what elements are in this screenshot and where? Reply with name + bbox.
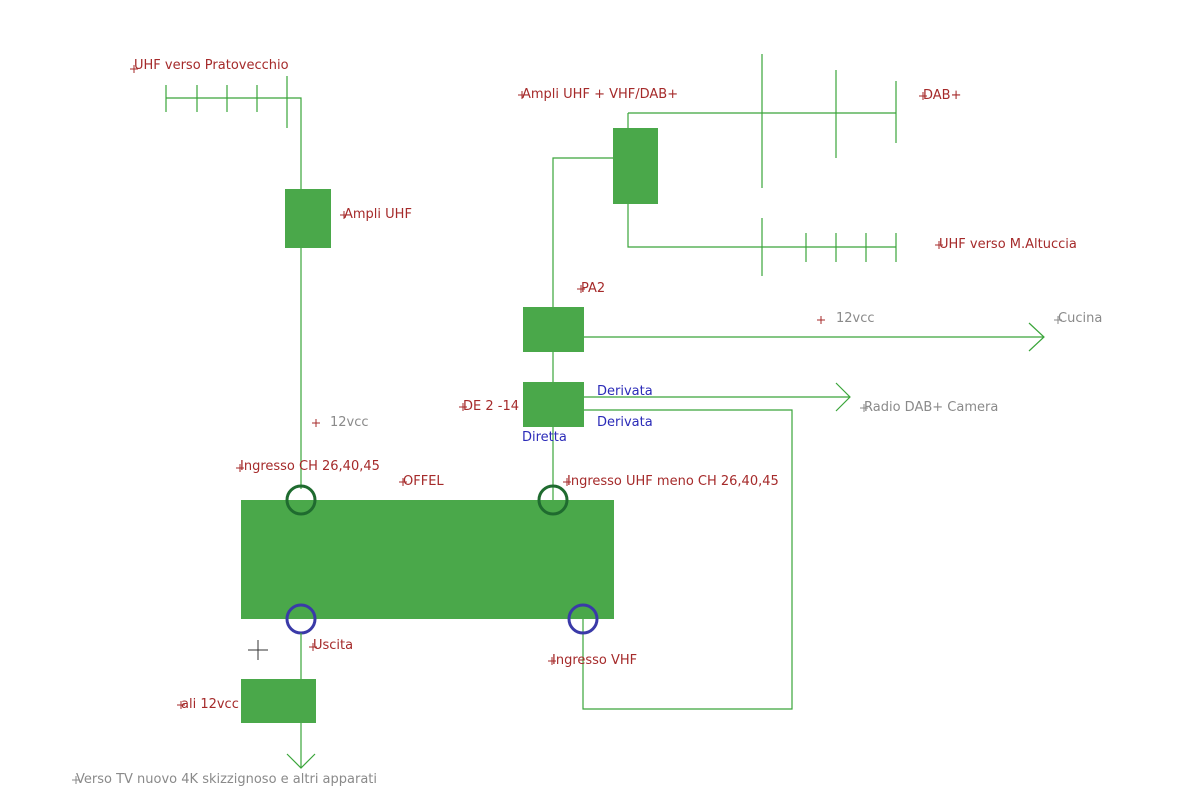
label-cucina: Cucina xyxy=(1058,311,1102,326)
label-uhf-pratovecchio: UHF verso Pratovecchio xyxy=(134,58,289,73)
ampli-uhf-block xyxy=(285,189,331,248)
uhf-antenna-pratovecchio xyxy=(165,76,288,128)
wire-derivata-to-ingresso-vhf xyxy=(582,409,793,710)
label-derivata-1: Derivata xyxy=(597,384,653,399)
crosshair-cursor-icon xyxy=(248,640,268,660)
port-ingresso-ch xyxy=(285,484,317,516)
pa2-block xyxy=(523,307,584,352)
label-ali-12vcc: ali 12vcc xyxy=(181,697,239,712)
label-radio-dab-camera: Radio DAB+ Camera xyxy=(864,400,998,415)
port-ingresso-uhf-meno xyxy=(537,484,569,516)
wire-antenna-to-ampli-uhf xyxy=(287,97,302,189)
label-12vcc-cucina: 12vcc xyxy=(836,311,875,326)
label-diretta: Diretta xyxy=(522,430,567,445)
label-12vcc-left: 12vcc xyxy=(330,415,369,430)
label-de-2-14: DE 2 -14 xyxy=(463,399,519,414)
label-derivata-2: Derivata xyxy=(597,415,653,430)
dab-plus-antenna xyxy=(627,54,897,188)
wire-to-cucina xyxy=(584,322,1045,352)
label-verso-tv: Verso TV nuovo 4K skizzignoso e altri ap… xyxy=(76,772,377,787)
anchor-marks xyxy=(72,65,1062,784)
offel-block xyxy=(241,500,614,619)
label-ingresso-uhf-meno: Ingresso UHF meno CH 26,40,45 xyxy=(567,474,779,489)
label-dab-plus: DAB+ xyxy=(923,88,962,103)
wire-to-radio-dab xyxy=(584,382,851,412)
label-ampli-uhf-vhf-dab: Ampli UHF + VHF/DAB+ xyxy=(522,87,678,102)
port-ingresso-vhf xyxy=(567,603,599,635)
label-uhf-altuccia: UHF verso M.Altuccia xyxy=(939,237,1077,252)
wire-ampli-to-pa2 xyxy=(552,157,613,307)
uhf-antenna-altuccia xyxy=(627,204,897,276)
label-pa2: PA2 xyxy=(581,281,605,296)
label-ingresso-vhf: Ingresso VHF xyxy=(552,653,637,668)
wire-to-tv xyxy=(286,723,316,769)
label-ampli-uhf: Ampli UHF xyxy=(344,207,412,222)
de-2-14-block xyxy=(523,382,584,427)
alimentatore-block xyxy=(241,679,316,723)
label-offel: OFFEL xyxy=(403,474,444,489)
label-uscita: Uscita xyxy=(313,638,353,653)
label-ingresso-ch: Ingresso CH 26,40,45 xyxy=(240,459,380,474)
ampli-uhf-vhf-dab-block xyxy=(613,128,658,204)
